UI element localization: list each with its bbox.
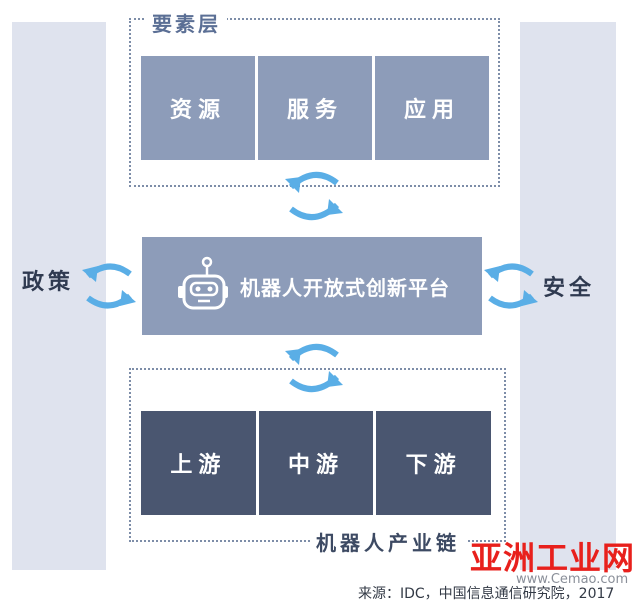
block-midstream: 中游: [258, 411, 374, 515]
element-layer-blocks: 资源 服务 应用: [141, 56, 489, 160]
block-applications: 应用: [375, 56, 489, 160]
industry-chain-title: 机器人产业链: [310, 527, 466, 556]
innovation-platform: 机器人开放式创新平台: [142, 237, 482, 335]
cycle-arrows-icon: [484, 263, 538, 309]
security-band: [520, 22, 616, 570]
security-label: 安全: [543, 276, 596, 301]
block-resources: 资源: [141, 56, 255, 160]
block-services: 服务: [258, 56, 372, 160]
cycle-arrows-icon: [82, 263, 136, 309]
cycle-arrows-icon: [285, 344, 343, 392]
cycle-arrows-icon: [285, 172, 343, 220]
platform-label: 机器人开放式创新平台: [240, 275, 450, 300]
block-upstream: 上游: [141, 411, 256, 515]
watermark-logo: 亚洲工业网: [470, 539, 636, 577]
watermark-url: www.Cemao.com: [516, 572, 629, 587]
robot-icon: [178, 256, 228, 310]
policy-label: 政策: [22, 270, 75, 295]
element-layer-frame: [129, 18, 500, 187]
policy-band: [12, 22, 106, 570]
industry-chain-blocks: 上游 中游 下游: [141, 411, 492, 515]
source-note: 来源：IDC，中国信息通信研究院，2017: [358, 586, 615, 602]
element-layer-title: 要素层: [146, 8, 227, 37]
block-downstream: 下游: [376, 411, 492, 515]
